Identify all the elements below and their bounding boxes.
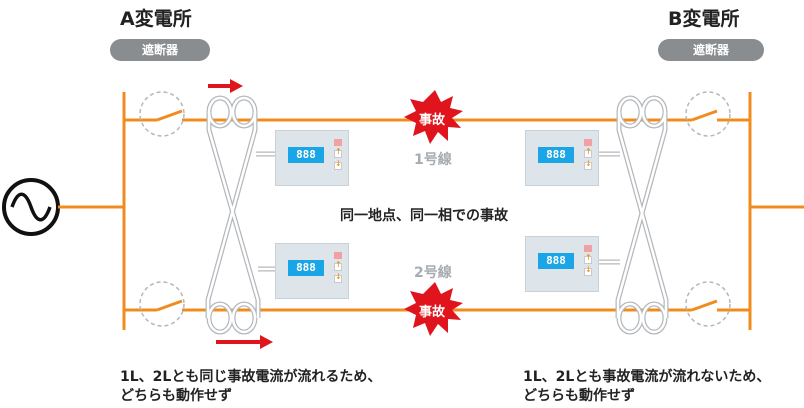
relay-display: 888 <box>538 253 574 269</box>
line-1-label: 1号線 <box>414 152 452 168</box>
breaker-switch-a1 <box>156 109 183 122</box>
relay-up-icon <box>584 147 592 158</box>
note-right: 1L、2Lとも事故電流が流れないため、 どちらも動作せず <box>523 369 771 404</box>
breaker-marker-b2 <box>685 281 731 327</box>
relay-led-icon <box>584 139 592 146</box>
relay-led-icon <box>584 245 592 252</box>
breaker-marker-a2 <box>139 281 185 327</box>
relay-display: 888 <box>288 260 324 276</box>
ct-crossed-wiring-a <box>205 95 276 335</box>
relay-up-icon <box>334 260 342 271</box>
fault-burst-icon-line1 <box>404 90 463 144</box>
relay-down-icon <box>334 272 342 283</box>
breaker-marker-a1 <box>139 91 185 137</box>
breaker-switch-b1 <box>691 109 718 122</box>
breaker-pill-a: 遮断器 <box>110 39 210 61</box>
relay-led-icon <box>334 139 342 146</box>
station-b-label: B変電所 <box>668 8 740 30</box>
center-label: 同一地点、同一相での事故 <box>340 208 508 224</box>
fault-burst-icon-line2 <box>404 282 463 336</box>
current-arrow-bottom-icon <box>216 335 273 349</box>
fault-label-line2: 事故 <box>419 305 446 320</box>
ct-crossed-wiring-b <box>598 95 669 335</box>
relay-b-line1: 888 <box>525 130 599 186</box>
fault-label-line1: 事故 <box>419 113 446 128</box>
generator-icon <box>2 178 60 236</box>
breaker-switch-a2 <box>156 299 183 312</box>
breaker-switch-b2 <box>691 299 718 312</box>
breaker-marker-b1 <box>685 91 731 137</box>
station-a-label: A変電所 <box>120 8 192 30</box>
relay-down-icon <box>584 265 592 276</box>
relay-display: 888 <box>538 147 574 163</box>
relay-down-icon <box>584 159 592 170</box>
relay-b-line2: 888 <box>525 236 599 292</box>
line-2-label: 2号線 <box>414 265 452 281</box>
relay-up-icon <box>334 147 342 158</box>
breaker-pill-b: 遮断器 <box>658 39 764 61</box>
relay-a-line2: 888 <box>275 243 349 299</box>
relay-up-icon <box>584 253 592 264</box>
relay-down-icon <box>334 159 342 170</box>
current-arrow-top-icon <box>208 79 243 93</box>
relay-led-icon <box>334 252 342 259</box>
relay-display: 888 <box>288 147 324 163</box>
note-left: 1L、2Lとも同じ事故電流が流れるため、 どちらも動作せず <box>120 369 382 404</box>
relay-a-line1: 888 <box>275 130 349 186</box>
